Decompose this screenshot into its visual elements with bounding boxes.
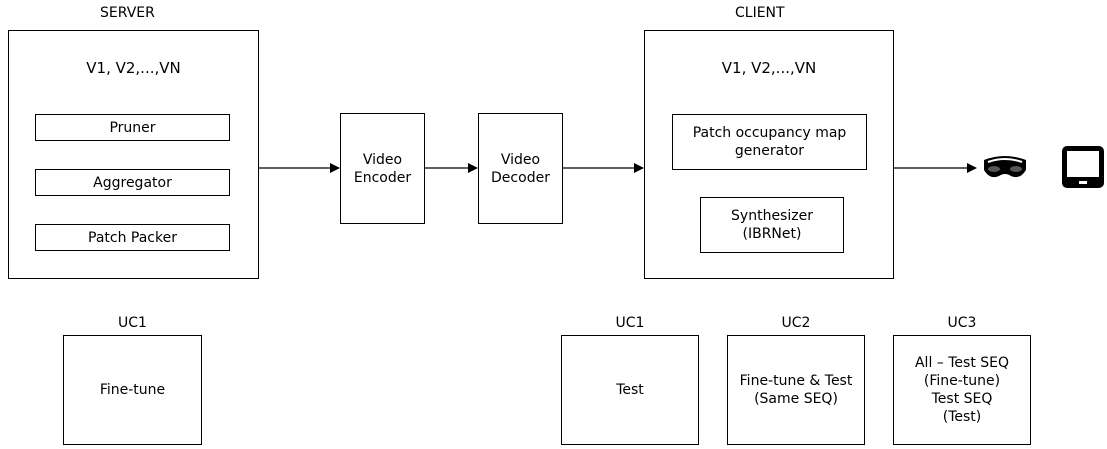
client-views: V1, V2,...,VN — [721, 59, 817, 77]
patch-packer-box: Patch Packer — [35, 224, 230, 251]
video-encoder-label: Video Encoder — [353, 151, 412, 186]
client-uc3-box: All – Test SEQ (Fine-tune) Test SEQ (Tes… — [893, 335, 1031, 445]
client-uc1-box: Test — [561, 335, 699, 445]
headset-icon — [984, 156, 1026, 178]
client-uc1-title: UC1 — [615, 315, 645, 331]
server-uc1-title: UC1 — [118, 315, 147, 331]
tablet-icon — [1062, 146, 1104, 188]
server-uc1-box: Fine-tune — [63, 335, 202, 445]
pruner-label: Pruner — [109, 119, 156, 136]
client-title: CLIENT — [735, 5, 785, 21]
video-decoder-label: Video Decoder — [491, 151, 550, 186]
occupancy-map-box: Patch occupancy map generator — [672, 114, 867, 170]
patch-packer-label: Patch Packer — [88, 229, 177, 246]
synthesizer-label: Synthesizer (IBRNet) — [731, 208, 813, 242]
server-uc1-body: Fine-tune — [99, 382, 166, 398]
video-encoder-box: Video Encoder — [340, 113, 425, 224]
server-views: V1, V2,...,VN — [86, 59, 181, 77]
client-uc2-title: UC2 — [781, 315, 811, 331]
video-decoder-box: Video Decoder — [478, 113, 563, 224]
server-title: SERVER — [100, 5, 155, 21]
client-uc2-body: Fine-tune & Test (Same SEQ) — [739, 373, 853, 407]
client-uc3-title: UC3 — [947, 315, 977, 331]
synthesizer-box: Synthesizer (IBRNet) — [700, 197, 844, 253]
aggregator-box: Aggregator — [35, 169, 230, 196]
client-uc2-box: Fine-tune & Test (Same SEQ) — [727, 335, 865, 445]
client-uc1-body: Test — [616, 382, 644, 398]
pruner-box: Pruner — [35, 114, 230, 141]
aggregator-label: Aggregator — [93, 174, 172, 191]
client-uc3-body: All – Test SEQ (Fine-tune) Test SEQ (Tes… — [914, 355, 1010, 425]
occupancy-map-label: Patch occupancy map generator — [692, 125, 847, 159]
